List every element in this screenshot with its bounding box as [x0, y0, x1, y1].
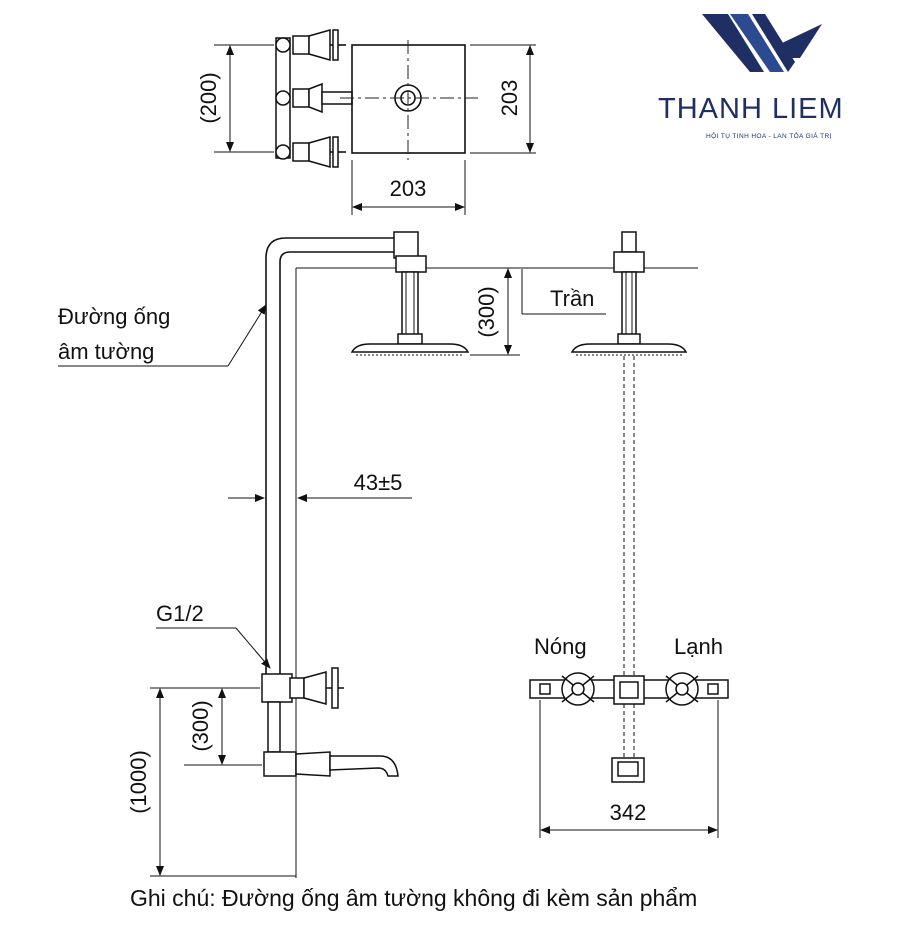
mixer-valve-side	[261, 667, 344, 709]
top-valve-lower	[275, 136, 346, 168]
dim-valve-spacing: (300)	[188, 700, 213, 751]
footnote: Ghi chú: Đường ống âm tường không đi kèm…	[130, 885, 697, 911]
logo-mark-icon	[702, 14, 822, 72]
front-view: Nóng Lạnh 342	[529, 231, 729, 838]
top-valve-upper	[275, 29, 346, 61]
cold-valve-front	[665, 672, 699, 706]
dim-front-width: 342	[610, 800, 647, 825]
hot-valve-front	[561, 672, 595, 706]
shower-head-side	[350, 343, 470, 356]
label-cold: Lạnh	[674, 634, 723, 659]
label-pipe-line1: Đường ống	[58, 304, 170, 329]
brand-logo: THANH LIEM HỘI TỤ TINH HOA - LAN TỎA GIÁ…	[658, 14, 844, 140]
dim-ceiling-drop: (300)	[474, 286, 499, 337]
tub-spout	[263, 751, 399, 777]
top-view: (200)	[196, 29, 536, 215]
side-view: (300) Trần Đường ống âm tường 43±5 G1/2	[58, 231, 698, 878]
dim-panel-height: 203	[497, 80, 522, 117]
top-valve-middle	[275, 82, 353, 114]
dim-top-height: (200)	[196, 72, 221, 123]
shower-head-front	[570, 343, 688, 356]
logo-tagline: HỘI TỤ TINH HOA - LAN TỎA GIÁ TRỊ	[706, 131, 832, 140]
label-hot: Nóng	[534, 634, 587, 659]
dim-valve-height: (1000)	[126, 750, 151, 814]
label-ceiling: Trần	[550, 286, 594, 311]
label-thread: G1/2	[156, 601, 204, 626]
logo-wordmark: THANH LIEM	[658, 93, 844, 125]
dim-panel-width: 203	[390, 176, 427, 201]
dim-wall-offset: 43±5	[354, 470, 403, 495]
label-pipe-line2: âm tường	[58, 339, 154, 364]
